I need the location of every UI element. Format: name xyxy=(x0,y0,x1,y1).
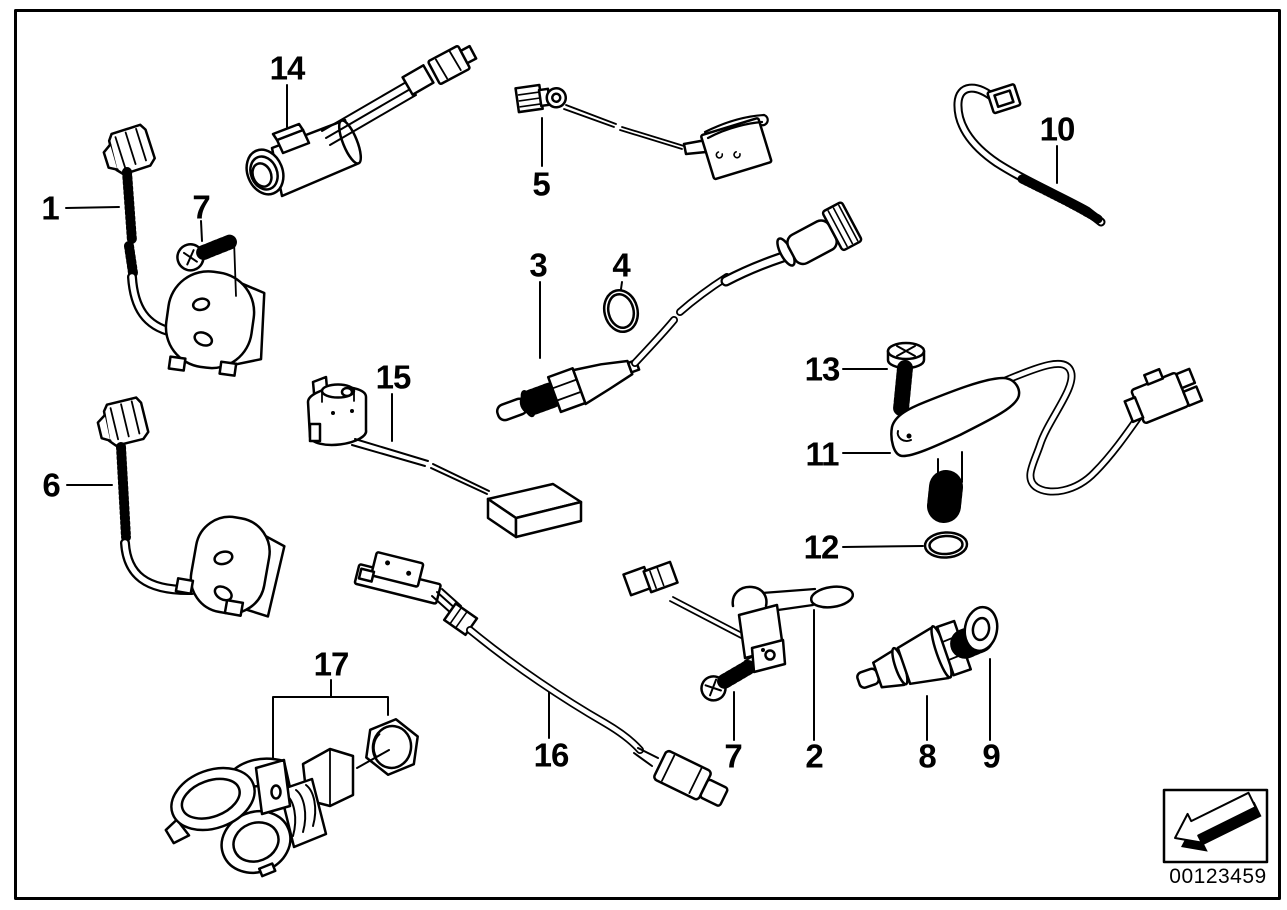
image-number: 00123459 xyxy=(1169,865,1267,888)
part-label-15: 15 xyxy=(375,358,412,396)
part-label-16: 16 xyxy=(533,736,570,774)
part-7-screw-bottom-drawing xyxy=(700,649,764,702)
part-6-cable-switch-drawing xyxy=(96,396,286,618)
page-back-arrow-icon[interactable] xyxy=(1162,788,1269,864)
part-label-5: 5 xyxy=(532,165,550,203)
part-label-1: 1 xyxy=(41,189,59,227)
part-12-o-ring-drawing xyxy=(923,531,969,559)
part-9-sealing-washer-drawing xyxy=(963,605,999,653)
part-label-7-bottom: 7 xyxy=(724,737,742,775)
diagram-frame xyxy=(14,9,1281,900)
part-label-6: 6 xyxy=(42,466,60,504)
part-label-2: 2 xyxy=(805,737,823,775)
part-4-gasket-ring-drawing xyxy=(602,288,640,334)
part-3-oxygen-sensor-drawing xyxy=(495,201,863,422)
part-label-4: 4 xyxy=(612,246,630,284)
part-label-10: 10 xyxy=(1039,110,1076,148)
part-label-13: 13 xyxy=(804,350,841,388)
part-label-12: 12 xyxy=(803,528,840,566)
part-13-screw-drawing xyxy=(886,341,926,440)
part-14-socket-drawing xyxy=(245,44,478,198)
part-2-lever-microswitch-drawing xyxy=(622,560,855,674)
part-5-microswitch-cable-drawing xyxy=(514,83,773,181)
part-label-9: 9 xyxy=(982,737,1000,775)
part-label-8: 8 xyxy=(918,737,936,775)
part-label-3: 3 xyxy=(529,246,547,284)
part-label-11: 11 xyxy=(805,435,840,473)
part-11-sensor-with-cable-drawing xyxy=(890,360,1204,523)
part-10-cable-strap-drawing xyxy=(953,83,1106,227)
part-label-17: 17 xyxy=(313,645,350,683)
part-1-cable-switch-drawing xyxy=(102,123,266,377)
part-7-screw-top-drawing xyxy=(176,233,240,272)
leader-lines xyxy=(65,84,1058,763)
part-17-power-socket-drawing xyxy=(164,718,419,878)
part-label-7-top: 7 xyxy=(192,188,210,226)
part-15-plunger-switch-drawing xyxy=(306,375,583,539)
part-label-14: 14 xyxy=(269,49,306,87)
part-16-bracket-cable-drawing xyxy=(353,551,729,807)
